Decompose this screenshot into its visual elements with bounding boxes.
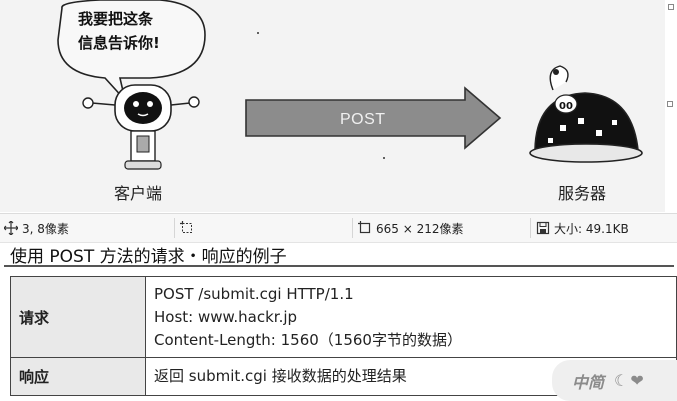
watermark-text: 中简 (572, 372, 605, 392)
image-canvas[interactable]: 00 我要把这条 信息告诉你! POST 客户端 服务器 (0, 0, 665, 212)
request-line: POST /submit.cgi HTTP/1.1 (154, 284, 354, 303)
request-host: Host: www.hackr.jp (154, 307, 298, 326)
file-size-text: 大小: 49.1KB (554, 221, 629, 236)
speech-line-2: 信息告诉你! (78, 34, 160, 52)
title-divider (4, 265, 674, 267)
table-row: 请求 POST /submit.cgi HTTP/1.1 Host: www.h… (10, 276, 677, 358)
file-size: 大小: 49.1KB (536, 214, 629, 242)
client-label: 客户端 (114, 184, 163, 203)
request-content-length: Content-Length: 1560（1560字节的数据） (154, 330, 462, 349)
page-title: 使用 POST 方法的请求・响应的例子 (10, 247, 287, 267)
status-divider (174, 218, 175, 238)
illustration: 00 (57, 0, 643, 170)
client-robot-icon (82, 84, 200, 170)
move-cursor-icon (3, 220, 19, 236)
speech-bubble (57, 0, 206, 103)
table-row-header: 请求 (10, 276, 146, 358)
post-arrow (245, 86, 502, 150)
moon-icon: ☾ (614, 371, 629, 390)
selection-size (180, 214, 198, 242)
server-creature-icon: 00 (529, 65, 643, 163)
table-cell: POST /submit.cgi HTTP/1.1 Host: www.hack… (145, 276, 677, 358)
svg-text:00: 00 (559, 101, 573, 112)
image-dimensions: 665 × 212像素 (358, 214, 464, 242)
status-divider (352, 218, 353, 238)
server-label: 服务器 (558, 184, 607, 203)
heart-icon: ❤ (630, 371, 644, 390)
response-description: 返回 submit.cgi 接收数据的处理结果 (154, 367, 407, 385)
canvas-margin (665, 0, 677, 212)
resize-handle-right[interactable] (667, 101, 673, 107)
image-size-icon (358, 221, 372, 235)
speech-line-1: 我要把这条 (78, 10, 154, 28)
table-row-header: 响应 (10, 357, 146, 396)
cursor-position-text: 3, 8像素 (22, 221, 69, 236)
image-dimensions-text: 665 × 212像素 (376, 221, 464, 236)
selection-icon (180, 221, 194, 235)
save-disk-icon (536, 221, 550, 235)
watermark-badge: 中简 ☾ ❤ (552, 360, 677, 401)
speech-text: 我要把这条 信息告诉你! (40, 0, 200, 70)
status-divider (530, 218, 531, 238)
cursor-position: 3, 8像素 (3, 214, 69, 242)
status-bar: 3, 8像素 665 × 212像素 大小: 49.1KB (0, 213, 677, 243)
arrow-label: POST (340, 111, 386, 128)
resize-handle-top-right[interactable] (668, 4, 674, 10)
